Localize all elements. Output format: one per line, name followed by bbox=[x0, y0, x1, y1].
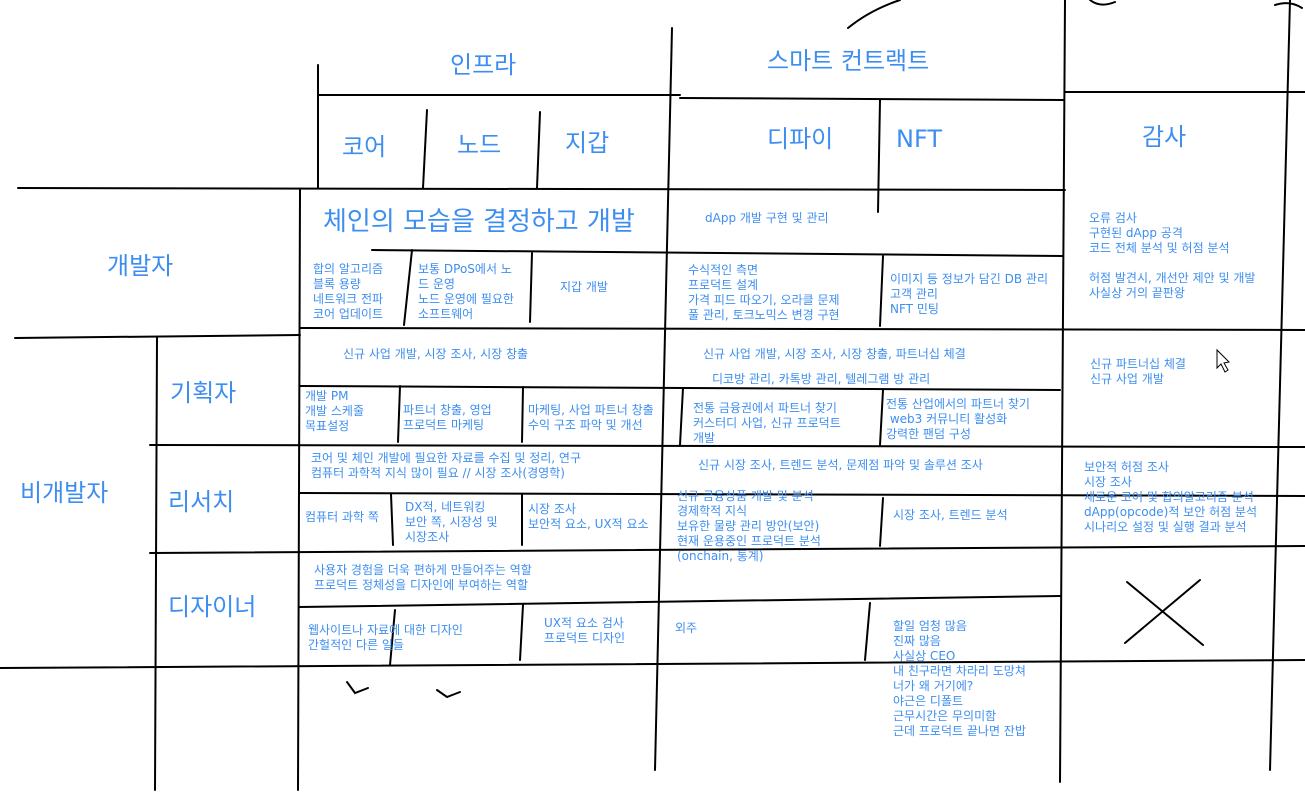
cell-plan-wallet: 마케팅, 사업 파트너 창출 수익 구조 파악 및 개선 bbox=[528, 403, 654, 432]
column-header-nft: NFT bbox=[896, 125, 942, 153]
scribble bbox=[847, 0, 901, 29]
row-header-research: 리서치 bbox=[168, 488, 235, 516]
column-header-infra: 인프라 bbox=[450, 51, 517, 79]
cell-plan-audit: 신규 파트너십 체결 신규 사업 개발 bbox=[1090, 357, 1186, 386]
row-header-designer: 디자이너 bbox=[168, 593, 257, 621]
cell-res-infra-main: 코어 및 체인 개발에 필요한 자료를 수집 및 정리, 연구 컴퓨터 과학적 … bbox=[311, 451, 581, 480]
column-header-core: 코어 bbox=[342, 133, 387, 161]
column-header-node: 노드 bbox=[457, 131, 502, 159]
cell-plan-nft: 전통 산업에서의 파트너 찾기 web3 커뮤니티 활성화 강력한 팬덤 구성 bbox=[886, 397, 1030, 441]
cell-dev-infra-main: 체인의 모습을 결정하고 개발 bbox=[323, 207, 635, 237]
row-header-non-developer: 비개발자 bbox=[20, 479, 109, 507]
cell-des-defi: 외주 bbox=[675, 621, 698, 635]
cell-plan-sc-sub: 디코방 관리, 카톡방 관리, 텔레그램 방 관리 bbox=[712, 372, 931, 386]
cell-dev-defi: 수식적인 측면 프로덕트 설계 가격 피드 따오기, 오라클 문제 풀 관리, … bbox=[688, 263, 840, 322]
scribble bbox=[1089, 0, 1116, 6]
cell-plan-core: 개발 PM 개발 스케줄 목표설정 bbox=[305, 389, 365, 433]
cell-des-core: 웹사이트나 자료에 대한 디자인 간헐적인 다른 일들 bbox=[308, 623, 463, 652]
cell-res-wallet: 시장 조사 보안적 요소, UX적 요소 bbox=[528, 502, 649, 531]
cell-res-defi: 신규 금융상품 개발 및 분석 경제학적 지식 보유한 물량 관리 방안(보안)… bbox=[677, 489, 821, 563]
scribble bbox=[1274, 2, 1303, 9]
cell-dev-wallet: 지갑 개발 bbox=[560, 280, 608, 294]
cell-dev-core: 합의 알고리즘 블록 용량 네트워크 전파 코어 업데이트 bbox=[313, 262, 384, 321]
cell-dev-sc-main: dApp 개발 구현 및 관리 bbox=[705, 211, 829, 225]
cell-plan-defi: 전통 금융권에서 파트너 찾기 커스터디 사업, 신규 프로덕트 개발 bbox=[693, 401, 841, 445]
cell-dev-nft: 이미지 등 정보가 담긴 DB 관리 고객 관리 NFT 민팅 bbox=[890, 272, 1048, 316]
cell-des-nft: 할일 엄청 많음 진짜 많음 사실상 CEO 내 친구라면 차라리 도망쳐 너가… bbox=[893, 619, 1026, 738]
cell-res-nft: 시장 조사, 트렌드 분석 bbox=[893, 508, 1008, 522]
cell-res-core: 컴퓨터 과학 쪽 bbox=[305, 510, 379, 524]
row-header-planner: 기획자 bbox=[170, 379, 237, 407]
row-header-developer: 개발자 bbox=[107, 252, 174, 280]
cell-res-sc-main: 신규 시장 조사, 트렌드 분석, 문제점 파악 및 솔루션 조사 bbox=[698, 458, 983, 472]
cell-plan-node: 파트너 창출, 영업 프로덕트 마케팅 bbox=[403, 403, 492, 432]
cell-res-audit: 보안적 허점 조사 시장 조사 새로운 코어 및 합의알고리즘 분석 dApp(… bbox=[1084, 460, 1258, 534]
column-header-wallet: 지갑 bbox=[565, 129, 610, 157]
cell-plan-sc-main: 신규 사업 개발, 시장 조사, 시장 창출, 파트너십 체결 bbox=[703, 347, 966, 361]
column-header-defi: 디파이 bbox=[767, 125, 834, 153]
column-header-smart-contract: 스마트 컨트랙트 bbox=[767, 47, 930, 75]
cell-plan-infra-main: 신규 사업 개발, 시장 조사, 시장 창출 bbox=[343, 347, 529, 361]
cell-dev-audit: 오류 검사 구현된 dApp 공격 코드 전체 분석 및 허점 분석 허점 발견… bbox=[1089, 211, 1256, 300]
column-header-audit: 감사 bbox=[1142, 123, 1187, 151]
cell-des-wallet: UX적 요소 검사 프로덕트 디자인 bbox=[544, 616, 626, 645]
cell-dev-node: 보통 DPoS에서 노 드 운영 노드 운영에 필요한 소프트웨어 bbox=[418, 262, 514, 321]
cell-des-infra-main: 사용자 경험을 더욱 편하게 만들어주는 역할 프로덕트 정체성을 디자인에 부… bbox=[314, 563, 532, 592]
cell-res-node: DX적, 네트워킹 보안 쪽, 시장성 및 시장조사 bbox=[405, 500, 498, 544]
